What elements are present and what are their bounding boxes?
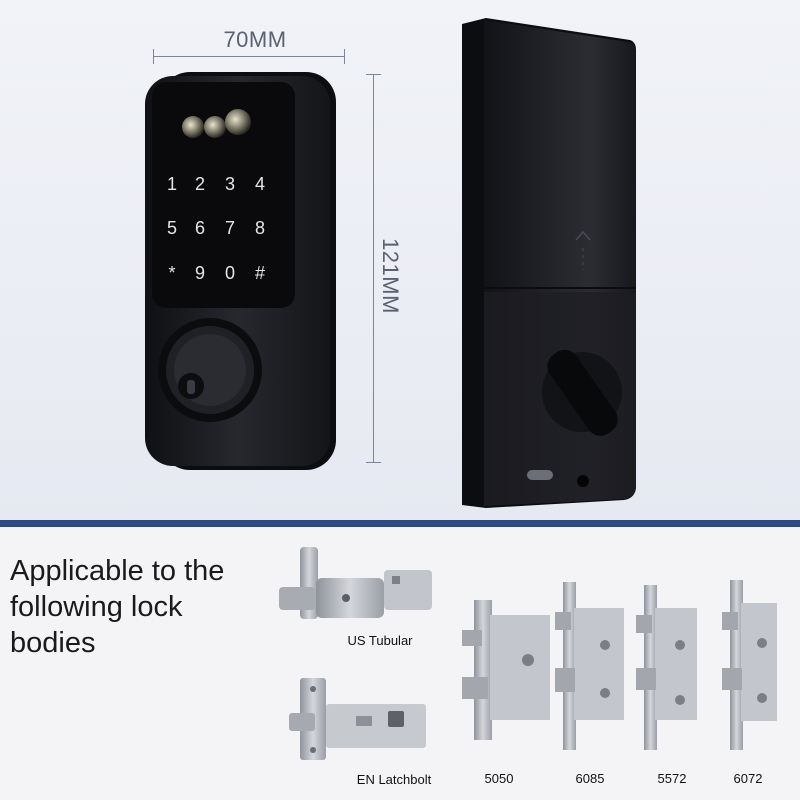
rear-switch xyxy=(527,470,553,480)
en-latchbolt xyxy=(289,678,426,760)
caption-model-5572: 5572 xyxy=(657,771,687,786)
keypad-key: 9 xyxy=(195,263,205,283)
keypad-key: 8 xyxy=(255,218,265,238)
keypad-key: 3 xyxy=(225,174,235,194)
us-tubular-latch xyxy=(279,547,432,619)
keypad-key: 5 xyxy=(167,218,177,238)
rear-lock-body xyxy=(462,18,636,508)
mortise-5572 xyxy=(636,585,697,750)
keypad-panel xyxy=(152,82,295,308)
product-photo-area xyxy=(0,0,800,520)
caption-model-5050: 5050 xyxy=(484,771,514,786)
keypad-key: 1 xyxy=(167,174,177,194)
sensor-left xyxy=(182,116,204,138)
keypad-key: 7 xyxy=(225,218,235,238)
compatibility-headline: Applicable to the following lock bodies xyxy=(10,555,225,659)
keypad-key: 0 xyxy=(225,263,235,283)
rear-screw xyxy=(577,475,589,487)
width-dimension-line xyxy=(153,49,345,64)
keypad-key: 4 xyxy=(255,174,265,194)
keypad-key: # xyxy=(255,263,265,283)
section-divider xyxy=(0,520,800,527)
sensor-middle xyxy=(204,116,226,138)
height-dimension-line xyxy=(366,74,381,463)
mortise-6085 xyxy=(555,582,624,750)
mortise-6072 xyxy=(722,580,777,750)
thumb-turn xyxy=(547,349,618,436)
keypad-key: 2 xyxy=(195,174,205,194)
caption-us-tubular: US Tubular xyxy=(347,633,413,648)
caption-model-6085: 6085 xyxy=(575,771,605,786)
caption-en-latchbolt: EN Latchbolt xyxy=(356,772,432,787)
keypad-key: * xyxy=(168,263,175,283)
width-dimension-label: 70MM xyxy=(223,27,287,52)
sensor-right xyxy=(225,109,251,135)
keypad-key: 6 xyxy=(195,218,205,238)
caption-model-6072: 6072 xyxy=(733,771,763,786)
mortise-5050 xyxy=(462,600,550,740)
